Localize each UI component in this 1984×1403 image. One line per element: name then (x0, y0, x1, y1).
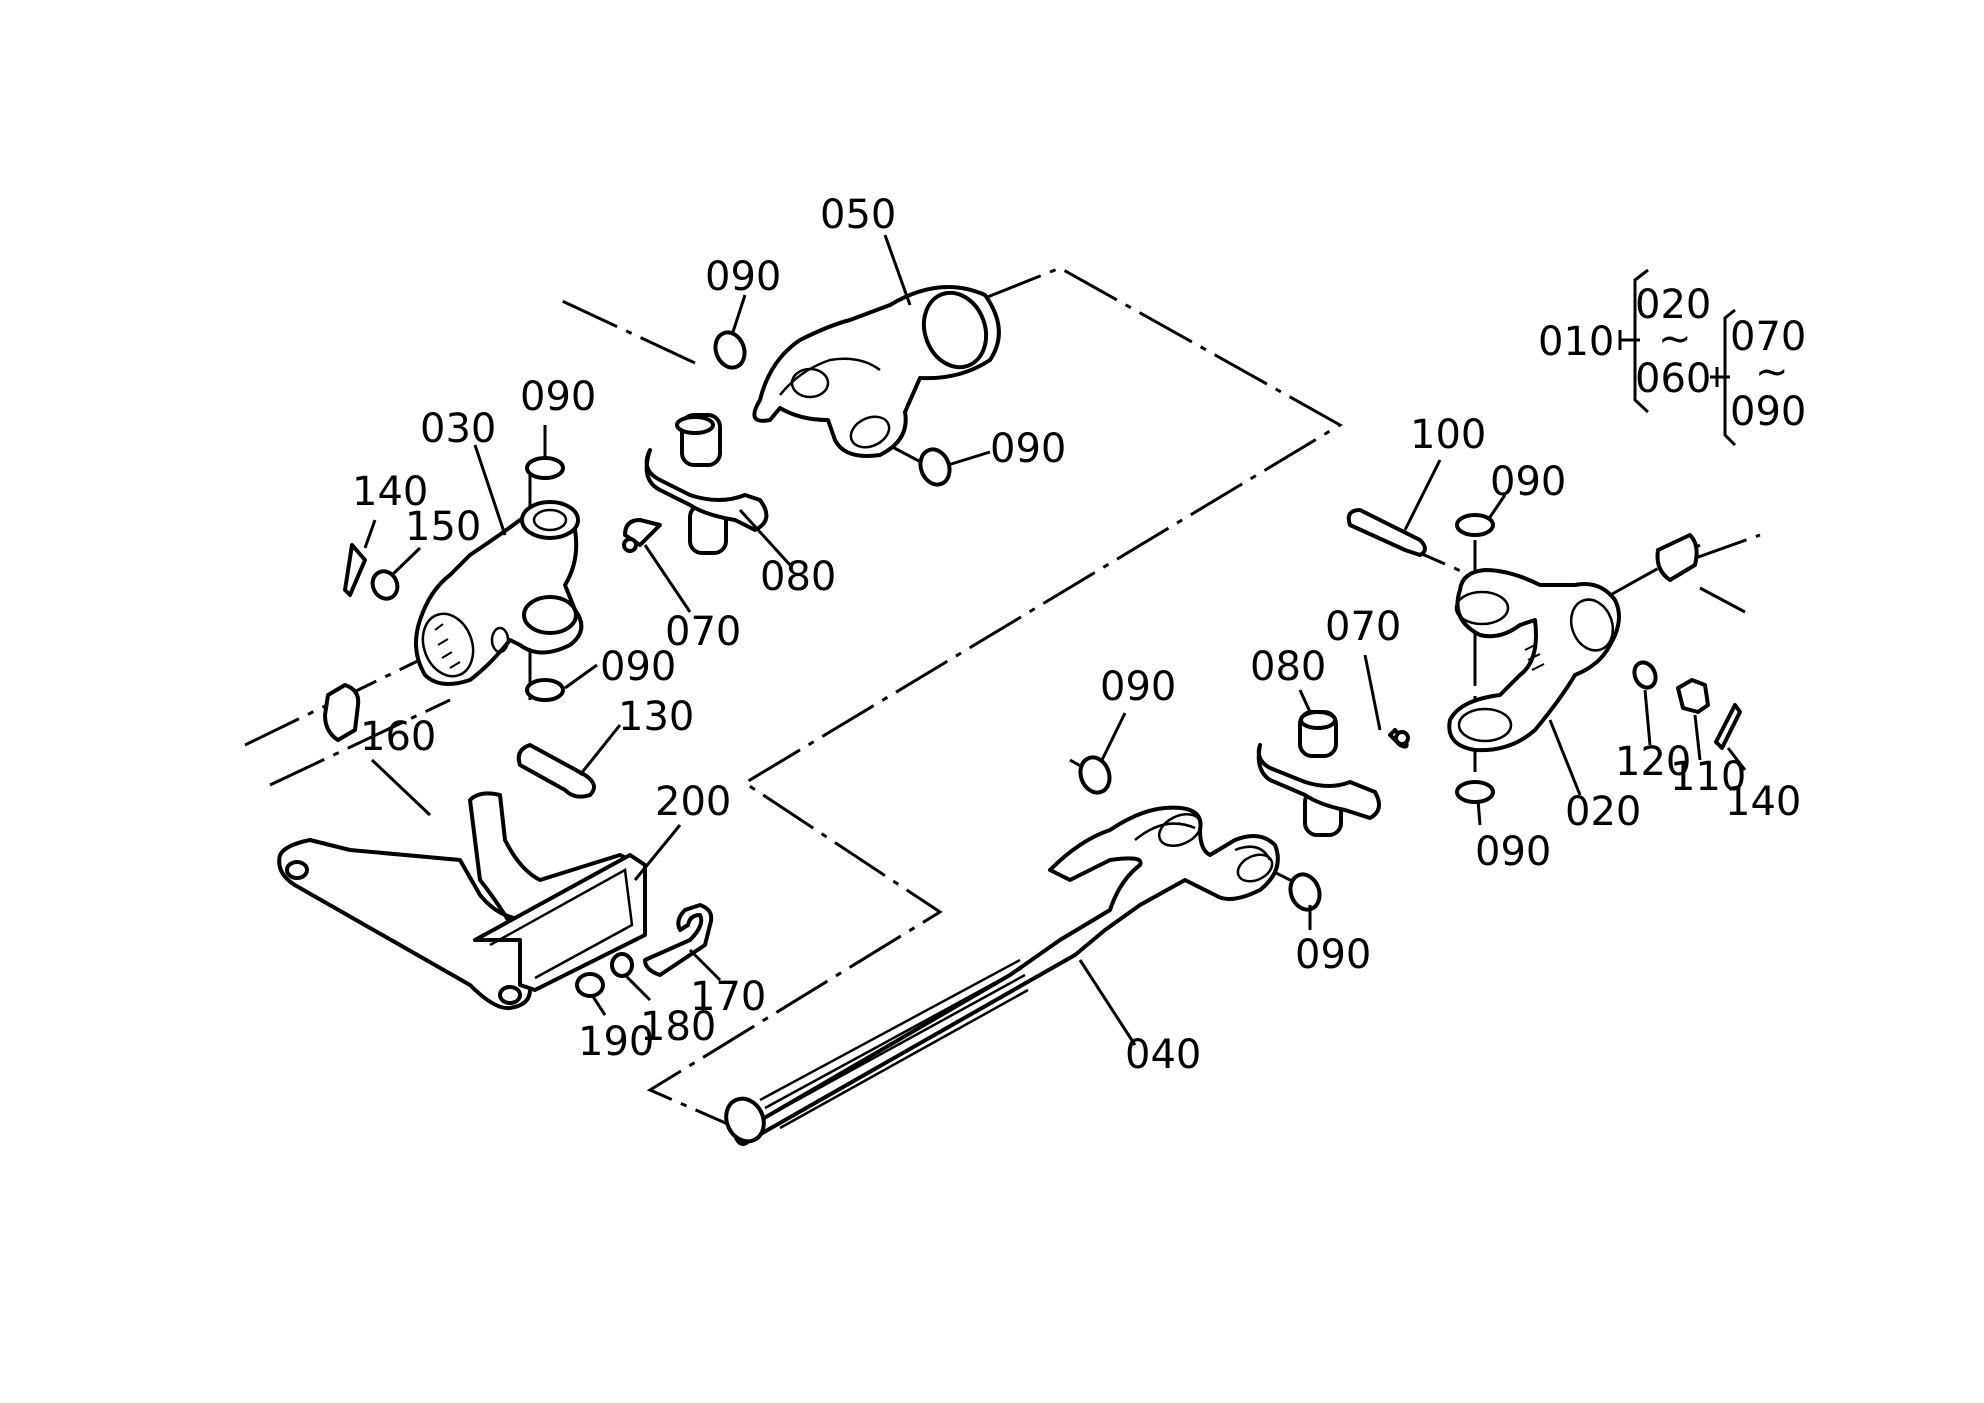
legend-brackets (1618, 268, 1737, 447)
part-200-plate (473, 853, 647, 992)
callout-130: 130 (618, 694, 694, 740)
callout-090-030-top: 090 (520, 374, 596, 420)
callout-080-right: 080 (1250, 644, 1326, 690)
legend-root: 010 (1538, 319, 1614, 365)
callout-labels: 050 090 090 090 030 140 150 080 070 090 … (352, 192, 1801, 1078)
callout-070-left: 070 (665, 609, 741, 655)
part-040-shaft (724, 805, 1280, 1146)
legend-group2-tilde: ~ (1755, 349, 1789, 395)
callout-120: 120 (1615, 739, 1691, 785)
callout-050: 050 (820, 192, 896, 238)
callout-180: 180 (640, 1004, 716, 1050)
callout-090-yoke-right: 090 (990, 426, 1066, 472)
callout-200: 200 (655, 779, 731, 825)
callout-150: 150 (405, 504, 481, 550)
callout-080-left: 080 (760, 554, 836, 600)
part-030-yoke (414, 500, 584, 686)
guide-050-left (559, 298, 696, 365)
callout-090-020-top: 090 (1490, 459, 1566, 505)
guide-shaft-right (1689, 533, 1761, 562)
callout-100: 100 (1410, 412, 1486, 458)
legend-group2-top: 070 (1730, 314, 1806, 360)
callout-140-left: 140 (352, 469, 428, 515)
legend: 010 020 ~ 060 070 ~ 090 (1538, 282, 1806, 435)
callout-140-right: 140 (1725, 779, 1801, 825)
legend-group2-bottom: 090 (1730, 389, 1806, 435)
part-020-yoke (1447, 568, 1621, 753)
guide-020-right (1699, 586, 1746, 614)
callout-090-030-bottom: 090 (600, 644, 676, 690)
shaft-end-right (1655, 533, 1699, 582)
callout-190: 190 (578, 1019, 654, 1065)
callout-110: 110 (1670, 754, 1746, 800)
callout-160: 160 (360, 714, 436, 760)
callout-020: 020 (1565, 789, 1641, 835)
legend-group1-tilde: ~ (1658, 316, 1692, 362)
part-050-yoke (752, 285, 1001, 458)
legend-group1-top: 020 (1635, 282, 1711, 328)
callout-leaders (363, 234, 1747, 1046)
part-160-bracket (277, 791, 632, 1011)
legend-group1-bottom: 060 (1635, 356, 1711, 402)
small-parts (323, 330, 1742, 998)
callout-090-040-left: 090 (1100, 664, 1176, 710)
callout-090-040-right: 090 (1295, 932, 1371, 978)
callout-030: 030 (420, 406, 496, 452)
callout-040: 040 (1125, 1032, 1201, 1078)
guide-shaft-end-bottom (269, 698, 451, 787)
callout-090-020-bottom: 090 (1475, 829, 1551, 875)
callout-070-right: 070 (1325, 604, 1401, 650)
callout-090-top: 090 (705, 254, 781, 300)
shaft-end-left (323, 683, 361, 742)
part-080-spider-right (1256, 710, 1381, 837)
part-080-spider-left (644, 413, 769, 555)
callout-170: 170 (690, 974, 766, 1020)
